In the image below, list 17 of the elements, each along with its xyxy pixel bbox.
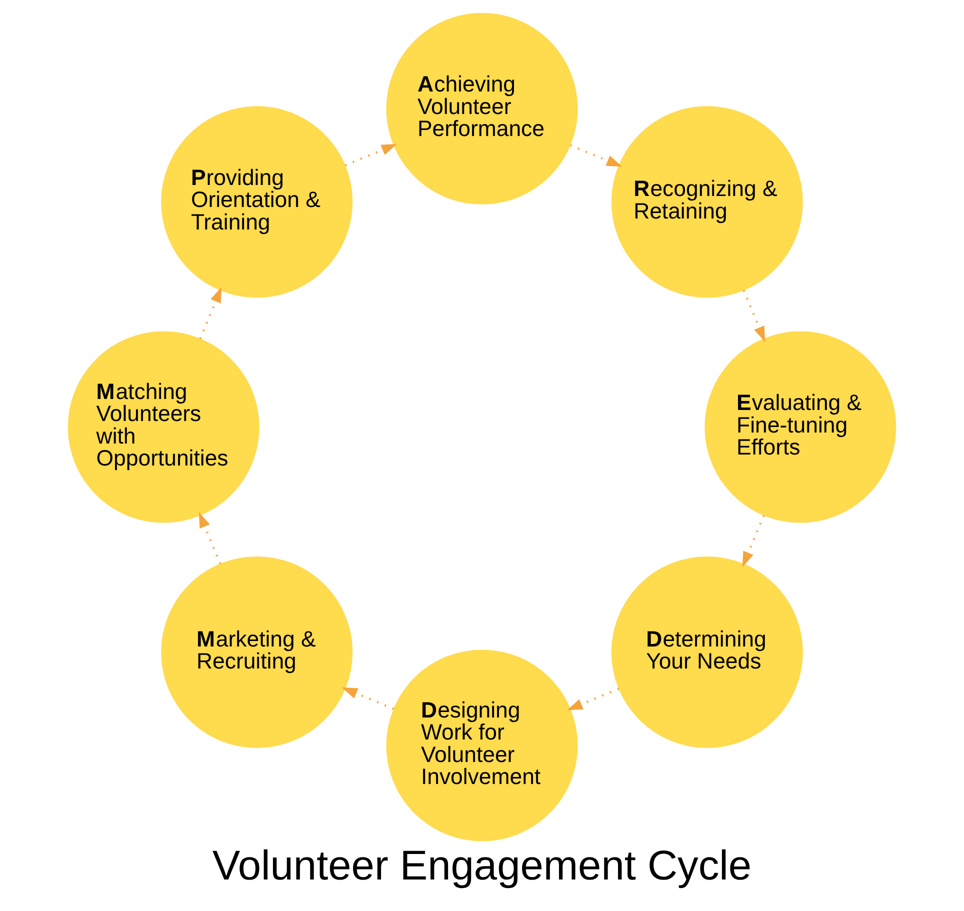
node-circle: Recognizing & Retaining: [611, 106, 803, 298]
node-circle: Marketing & Recruiting: [161, 556, 353, 748]
arrow: [742, 290, 766, 342]
node-circle: Achieving Volunteer Performance: [386, 12, 578, 204]
arrow: [342, 687, 394, 710]
diagram-title: Volunteer Engagement Cycle: [212, 841, 752, 888]
node-circle: Matching Volunteers with Opportunities: [68, 331, 260, 523]
node-circle: Providing Orientation & Training: [161, 106, 353, 298]
arrow: [198, 512, 222, 564]
arrow: [742, 514, 765, 568]
arrow: [199, 286, 222, 340]
node-circle: Evaluating & Fine-tuning Efforts: [704, 331, 896, 523]
node-circle: Designing Work for Volunteer Involvement: [386, 650, 578, 842]
node-circle: Determining Your Needs: [611, 556, 803, 748]
arrow: [570, 144, 622, 167]
arrow: [344, 144, 398, 166]
arrow: [566, 688, 620, 710]
